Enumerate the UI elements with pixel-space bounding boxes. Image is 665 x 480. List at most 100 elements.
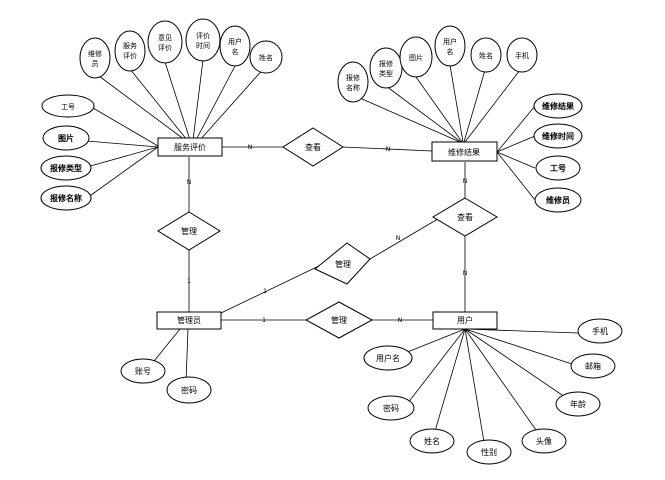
- svg-text:类型: 类型: [379, 69, 393, 78]
- relationship-admin-review: 管理: [157, 211, 221, 251]
- attr-image: 图片: [42, 125, 90, 151]
- relationship-review-result: 查看: [282, 127, 344, 167]
- attr-username: 用户名: [363, 345, 413, 371]
- svg-text:管理员: 管理员: [177, 315, 201, 325]
- svg-text:性别: 性别: [481, 447, 497, 457]
- svg-text:报修名称: 报修名称: [50, 193, 82, 203]
- attr-email: 邮箱: [570, 353, 616, 379]
- svg-text:手机: 手机: [592, 326, 608, 336]
- svg-text:手机: 手机: [515, 51, 529, 60]
- card-admin-user-right: N: [398, 317, 403, 324]
- svg-text:名: 名: [447, 47, 454, 56]
- svg-text:维修员: 维修员: [546, 195, 570, 205]
- attr-age: 年龄: [555, 391, 601, 417]
- svg-text:评价: 评价: [196, 32, 210, 40]
- svg-text:用户: 用户: [457, 315, 473, 325]
- svg-text:工号: 工号: [550, 164, 566, 173]
- entity-service-review: 服务评价: [157, 137, 223, 157]
- svg-text:姓名: 姓名: [479, 51, 493, 60]
- svg-text:维修时间: 维修时间: [542, 131, 574, 141]
- svg-text:密码: 密码: [383, 403, 399, 413]
- user-attributes: 用户名 密码 姓名 性别 头像 年龄 邮箱 手机: [363, 318, 623, 465]
- attr-repairer: 维修员: [534, 187, 582, 213]
- svg-text:头像: 头像: [536, 436, 552, 446]
- edges: [86, 59, 579, 449]
- attr-password: 密码: [166, 376, 212, 404]
- svg-text:图片: 图片: [409, 53, 423, 62]
- svg-text:服务: 服务: [123, 41, 137, 50]
- attr-repair-time: 维修时间: [533, 123, 583, 149]
- attr-repairer: 维修 员: [79, 37, 111, 79]
- attr-image: 图片: [399, 36, 433, 78]
- svg-text:账号: 账号: [135, 367, 151, 376]
- svg-text:邮箱: 邮箱: [585, 361, 601, 371]
- card-admin-result-left: 1: [263, 288, 267, 295]
- svg-text:维修结果: 维修结果: [542, 101, 574, 111]
- svg-text:报修: 报修: [346, 73, 360, 82]
- svg-text:密码: 密码: [181, 385, 197, 395]
- attr-phone: 手机: [577, 318, 623, 344]
- relationship-admin-result: 管理: [314, 242, 371, 285]
- svg-text:管理: 管理: [181, 226, 197, 236]
- attr-username: 用户 名: [434, 25, 466, 67]
- svg-text:用户名: 用户名: [376, 353, 400, 363]
- service-review-attributes: 维修 员 服务 评价 意见 评价 评价 时间 用户 名 姓名 工: [40, 18, 283, 211]
- repair-result-attributes: 报修 名称 报修 类型 图片 用户 名 姓名 手机 维修结果: [337, 25, 583, 213]
- attr-password: 密码: [367, 395, 415, 421]
- card-review-admin-bottom: 1: [187, 278, 191, 285]
- svg-text:时间: 时间: [196, 41, 210, 50]
- svg-text:用户: 用户: [228, 37, 242, 46]
- attr-phone: 手机: [506, 37, 538, 73]
- card-result-user-bottom: N: [463, 270, 468, 277]
- svg-text:姓名: 姓名: [424, 436, 440, 446]
- svg-text:用户: 用户: [443, 37, 457, 46]
- svg-text:报修类型: 报修类型: [50, 163, 82, 173]
- attr-name: 姓名: [249, 40, 283, 74]
- attr-name: 姓名: [409, 428, 455, 454]
- attr-employee-id: 工号: [535, 155, 581, 181]
- relationship-admin-user: 管理: [304, 301, 374, 339]
- svg-text:评价: 评价: [123, 52, 137, 60]
- entity-user: 用户: [432, 311, 498, 330]
- attr-repair-type: 报修类型: [40, 155, 92, 181]
- svg-text:员: 员: [92, 60, 99, 68]
- svg-text:服务评价: 服务评价: [174, 142, 206, 152]
- entities: 服务评价 维修结果 管理员 用户: [156, 137, 498, 330]
- attr-username: 用户 名: [219, 25, 251, 67]
- relationship-user-result: 查看: [432, 197, 498, 237]
- svg-text:图片: 图片: [58, 133, 74, 143]
- attr-gender: 性别: [466, 439, 512, 465]
- card-admin-user-left: 1: [262, 317, 266, 324]
- attr-review-time: 评价 时间: [185, 18, 221, 62]
- svg-text:工号: 工号: [61, 103, 75, 111]
- attr-repair-type: 报修 类型: [369, 47, 403, 89]
- card-review-result-right: N: [386, 146, 391, 153]
- attr-name: 姓名: [470, 37, 502, 73]
- admin-attributes: 账号 密码: [120, 358, 212, 404]
- attr-account: 账号: [120, 358, 166, 384]
- entity-admin: 管理员: [156, 311, 222, 330]
- cardinality-marks: N N N 1 1 N 1 N N N: [187, 144, 468, 324]
- svg-text:管理: 管理: [335, 259, 351, 269]
- svg-text:维修结果: 维修结果: [448, 147, 480, 157]
- svg-text:名称: 名称: [346, 83, 360, 92]
- attr-repair-name: 报修名称: [40, 185, 92, 211]
- svg-text:名: 名: [232, 47, 239, 56]
- attr-avatar: 头像: [521, 428, 567, 454]
- attr-repair-name: 报修 名称: [337, 61, 369, 103]
- card-review-admin-top: N: [187, 179, 192, 186]
- svg-text:维修: 维修: [88, 49, 102, 58]
- card-admin-result-right: N: [396, 235, 401, 242]
- svg-text:姓名: 姓名: [259, 53, 273, 62]
- svg-text:查看: 查看: [457, 212, 473, 222]
- svg-text:报修: 报修: [379, 59, 393, 68]
- relationships: 查看 管理 管理 管理 查看: [157, 127, 498, 339]
- entity-repair-result: 维修结果: [431, 141, 498, 162]
- attr-service-review: 服务 评价: [114, 30, 146, 72]
- svg-text:评价: 评价: [158, 44, 172, 52]
- attr-repair-result: 维修结果: [533, 93, 583, 119]
- card-result-user-top: N: [463, 178, 468, 185]
- attr-employee-id: 工号: [41, 94, 95, 118]
- card-review-result-left: N: [248, 144, 253, 151]
